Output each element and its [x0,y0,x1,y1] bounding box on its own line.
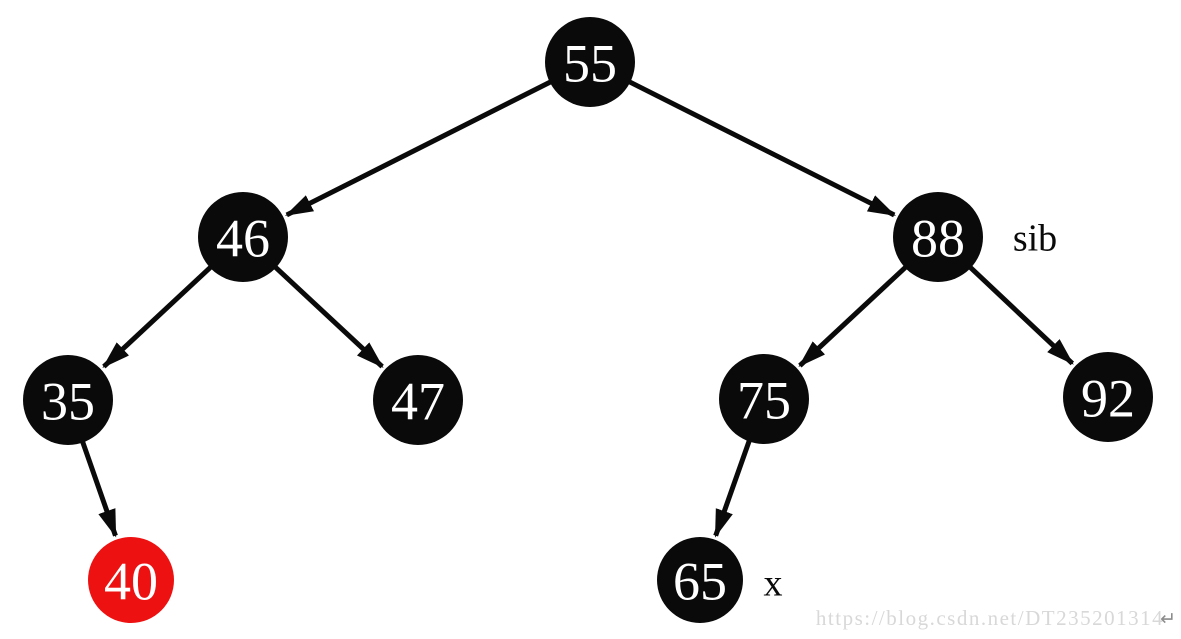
tree-node-47: 47 [373,355,463,445]
tree-edge-88-92 [967,264,1075,366]
tree-node-label-46: 46 [216,208,270,268]
tree-node-circle-47 [373,355,463,445]
tree-node-65: 65 [657,537,743,623]
tree-edges [79,79,1075,538]
tree-edge-75-65 [713,438,753,538]
tree-node-circle-46 [198,192,288,282]
tree-edge-88-75 [798,264,909,368]
tree-edge-35-40 [79,439,118,538]
watermark: https://blog.csdn.net/DT235201314↵ [816,606,1176,631]
return-arrow-icon: ↵ [1160,609,1176,630]
tree-node-75: 75 [719,354,809,444]
watermark-url: https://blog.csdn.net/DT235201314 [815,606,1165,630]
tree-node-label-55: 55 [563,33,617,93]
tree-edge-46-35 [102,264,214,369]
tree-node-55: 55 [545,17,635,107]
tree-node-label-40: 40 [104,551,158,611]
tree-node-label-75: 75 [737,370,791,430]
tree-node-circle-55 [545,17,635,107]
tree-node-label-47: 47 [391,371,445,431]
tree-edge-55-46 [284,79,553,218]
tree-node-35: 35 [23,355,113,445]
tree-node-88: 88 [893,192,983,282]
tree-edge-55-88 [627,79,897,218]
tree-nodes: 55 46 88 35 47 75 92 40 65 [23,17,1153,623]
tree-edge-46-47 [272,264,384,369]
tree-node-40: 40 [88,537,174,623]
tree-node-label-88: 88 [911,208,965,268]
tree-node-label-35: 35 [41,371,95,431]
tree-node-92: 92 [1063,352,1153,442]
tree-annotations: sib x [764,218,1058,605]
tree-node-label-92: 92 [1081,368,1135,428]
annotation-sib: sib [1013,218,1057,260]
tree-node-label-65: 65 [673,551,727,611]
tree-node-circle-35 [23,355,113,445]
tree-node-circle-88 [893,192,983,282]
annotation-x: x [764,563,783,605]
tree-node-circle-75 [719,354,809,444]
tree-node-circle-40 [88,537,174,623]
tree-node-circle-92 [1063,352,1153,442]
tree-node-circle-65 [657,537,743,623]
tree-node-46: 46 [198,192,288,282]
